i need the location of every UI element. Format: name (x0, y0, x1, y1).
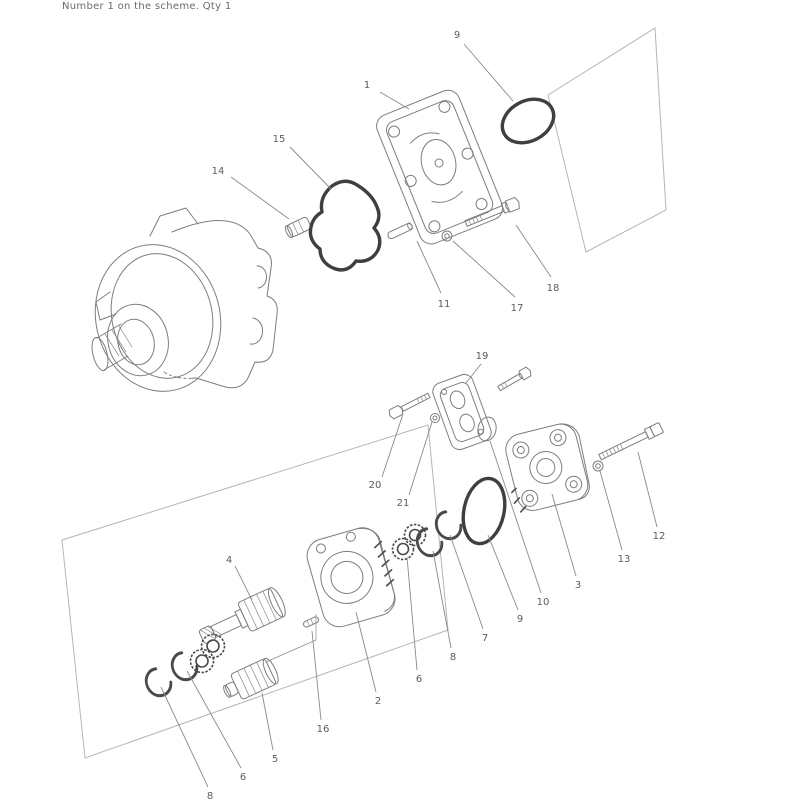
callout-o-ring-front: 9 (454, 30, 460, 41)
leader-line (186, 670, 242, 769)
leader-line (381, 413, 404, 478)
leader-line (261, 692, 274, 751)
part-o-ring-rear (461, 476, 507, 546)
part-pin-case (302, 616, 320, 628)
callout-o-ring-small: 10 (537, 597, 550, 608)
callout-driven-gear: 5 (272, 754, 278, 765)
part-bushing (284, 216, 312, 239)
part-o-ring-front (500, 97, 556, 145)
leader-line (449, 534, 484, 630)
callout-snap-ring-7: 7 (482, 633, 488, 644)
callout-snap-ring-left: 8 (207, 791, 213, 800)
leader-line (406, 556, 418, 671)
leader-line (234, 565, 253, 601)
callout-bearing-left: 6 (240, 772, 246, 783)
part-washer-small (441, 230, 453, 242)
part-bolt-plate-2 (497, 366, 532, 392)
callout-washer-small: 17 (511, 303, 524, 314)
leader-line (515, 224, 552, 278)
callout-bearing-right: 6 (416, 674, 422, 685)
callout-bolt-small: 18 (547, 283, 560, 294)
part-bearing-pair-right (391, 523, 427, 561)
part-valve-plate (432, 373, 492, 451)
part-snap-ring-7 (434, 510, 463, 541)
leader-line (465, 363, 482, 384)
part-cover-plate (376, 89, 504, 245)
leader-line (379, 91, 410, 110)
leader-line (432, 550, 452, 649)
part-rear-flange (505, 423, 590, 513)
callout-pin: 11 (438, 299, 451, 310)
leader-line (355, 611, 377, 693)
leader-line (311, 630, 322, 721)
part-bearing-pair-left (189, 633, 226, 674)
part-gasket (308, 179, 382, 272)
part-washer-plate (430, 413, 440, 423)
part-driven-gear (223, 657, 279, 700)
leader-line (637, 451, 658, 528)
leader-line (230, 176, 290, 220)
part-snap-ring-left-1 (144, 667, 173, 698)
callout-bolt-long: 12 (653, 531, 666, 542)
leader-line (160, 686, 209, 788)
leader-line (489, 440, 542, 594)
part-bolt-plate (388, 392, 431, 420)
callout-gasket: 15 (273, 134, 286, 145)
callout-bushing: 14 (212, 166, 225, 177)
callout-labels: 1 9 15 14 11 17 18 19 20 21 12 13 3 10 9… (207, 30, 666, 800)
assembly-axis-line (265, 614, 317, 663)
callout-cover-plate: 1 (364, 80, 370, 91)
leader-line (551, 493, 577, 577)
leader-line (408, 421, 433, 496)
pump-assembly (91, 207, 278, 392)
part-bolt-small (464, 196, 520, 227)
part-pin (387, 222, 413, 240)
leader-line (599, 470, 623, 551)
callout-snap-ring-8: 8 (450, 652, 456, 663)
leader-line (289, 146, 332, 190)
leader-lines (160, 43, 658, 788)
background-panel-top-right (547, 27, 667, 253)
part-snap-ring-left-2 (170, 651, 199, 682)
part-pump-case (306, 527, 396, 628)
part-washer-bolt (592, 460, 604, 472)
part-bolt-long (598, 422, 664, 461)
leader-line (487, 534, 519, 611)
callout-pin-case: 16 (317, 724, 330, 735)
leader-line (452, 240, 516, 298)
part-o-ring-small (477, 416, 497, 442)
callout-bolt-plate: 20 (369, 480, 382, 491)
callout-drive-gear: 4 (226, 555, 232, 566)
callout-o-ring-rear: 9 (517, 614, 523, 625)
callout-washer-bolt: 13 (618, 554, 631, 565)
page-caption: Number 1 on the scheme. Qty 1 (62, 1, 232, 12)
callout-valve-plate: 19 (476, 351, 489, 362)
callout-pump-case: 2 (375, 696, 381, 707)
leader-line (416, 240, 442, 294)
leader-line (463, 43, 514, 102)
callout-washer-plate: 21 (397, 498, 410, 509)
callout-rear-flange: 3 (575, 580, 581, 591)
background-panel-bottom-left (61, 424, 449, 759)
